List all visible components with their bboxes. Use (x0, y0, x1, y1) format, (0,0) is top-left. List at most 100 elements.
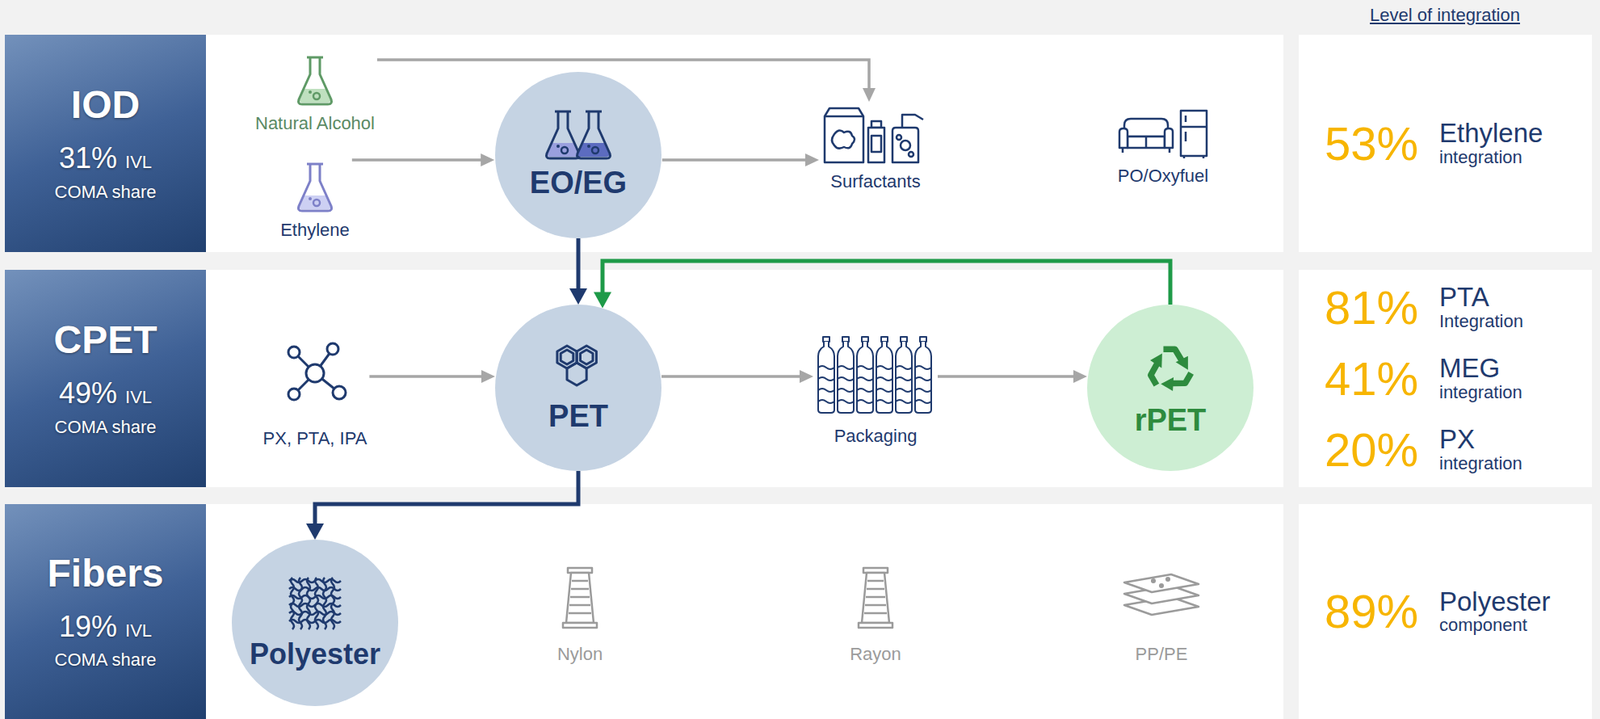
icon-wrap (282, 339, 348, 406)
segment-name: IOD (71, 83, 140, 127)
flow-line (369, 374, 483, 378)
flow-arrow (306, 470, 579, 540)
metric-item: 41%MEGintegration (1324, 352, 1592, 405)
recycle-icon (1138, 336, 1203, 399)
product-node: PO/Oxyfuel (1116, 107, 1210, 187)
arrow-head (481, 369, 496, 383)
circle-label: Polyester (249, 637, 381, 671)
flow-arrow (937, 369, 1088, 383)
product-node: Nylon (557, 564, 603, 665)
flow-arrow (569, 238, 588, 305)
flow-line (576, 238, 581, 290)
flow-arrow (369, 369, 496, 383)
metric-text: MEGintegration (1439, 354, 1523, 403)
product-circle: rPET (1087, 304, 1254, 471)
spool-icon (855, 564, 896, 631)
integration-panel: 53%Ethyleneintegration (1298, 34, 1592, 252)
icon-wrap (541, 109, 616, 161)
flow-line (602, 260, 1171, 305)
flow-arrow (593, 260, 1171, 308)
icon-wrap (544, 340, 613, 395)
share-row: 31% IVL (58, 141, 152, 175)
product-node: Packaging (815, 335, 936, 447)
arrow-head (593, 291, 612, 308)
flow-line (661, 374, 801, 378)
weave-icon (285, 574, 345, 633)
metric-item: 53%Ethyleneintegration (1324, 117, 1592, 170)
segment-panel: CPET 49% IVL COMA share (4, 269, 206, 488)
node-label: Natural Alcohol (255, 113, 375, 135)
metric-item: 89%Polyestercomponent (1324, 585, 1592, 638)
metric-percent: 53% (1324, 117, 1432, 170)
share-percent: 49% (58, 376, 118, 410)
po-icon (1116, 107, 1210, 160)
heading-label: Level of integration (1369, 4, 1521, 26)
segment-name: CPET (53, 319, 157, 362)
flow-line (352, 158, 482, 162)
circle-shape (231, 539, 399, 706)
metric-text: PXintegration (1439, 425, 1523, 474)
share-percent: 31% (58, 141, 118, 175)
arrow-head (480, 153, 495, 167)
metric-percent: 20% (1324, 424, 1432, 476)
icon-wrap (285, 574, 345, 633)
share-row: 49% IVL (58, 376, 152, 410)
node-label: PO/Oxyfuel (1117, 165, 1209, 187)
share-label: COMA share (54, 649, 157, 671)
icon-wrap (559, 564, 601, 631)
metric-text: Polyestercomponent (1439, 587, 1551, 636)
metric-sublabel: Integration (1439, 311, 1524, 332)
icon-wrap (1138, 336, 1203, 399)
circle-fill (495, 304, 662, 471)
icon-wrap (294, 161, 336, 214)
arrow-head (799, 369, 814, 383)
product-circle: Polyester (231, 539, 399, 706)
flow-arrow (352, 153, 495, 167)
surf-icon (821, 103, 930, 165)
circle-label: EO/EG (529, 165, 627, 202)
segment-panel: IOD 31% IVL COMA share (4, 34, 206, 252)
flow-line (937, 374, 1075, 378)
node-label: Ethylene (280, 219, 350, 241)
metric-percent: 89% (1324, 585, 1432, 638)
circle-label: rPET (1134, 403, 1207, 439)
node-label: PP/PE (1135, 643, 1189, 665)
icon-wrap (815, 335, 936, 415)
metric-text: PTAIntegration (1439, 283, 1524, 332)
share-percent: 19% (58, 609, 118, 643)
share-label: IVL (125, 620, 152, 642)
product-node: PX, PTA, IPA (263, 339, 368, 450)
product-circle: EO/EG (495, 71, 662, 239)
icon-wrap (294, 54, 336, 107)
share-label: COMA share (54, 181, 157, 203)
circle-fill (231, 539, 399, 706)
circle-fill (1087, 304, 1254, 471)
icon-wrap (1116, 107, 1210, 160)
share-label: IVL (125, 386, 152, 408)
share-label: IVL (125, 151, 152, 173)
arrow-head (862, 88, 876, 102)
flaskP-icon (294, 161, 336, 214)
layers-icon (1121, 564, 1202, 631)
circle-fill (495, 71, 662, 239)
metric-label: PX (1439, 425, 1523, 454)
metric-item: 81%PTAIntegration (1324, 281, 1592, 334)
node-label: Rayon (849, 643, 902, 665)
node-label: PX, PTA, IPA (263, 428, 368, 450)
flaskG-icon (294, 54, 336, 107)
flow-line (314, 470, 579, 525)
product-node: Surfactants (821, 103, 930, 193)
metric-item: 20%PXintegration (1324, 424, 1592, 476)
product-node: PP/PE (1121, 564, 1202, 665)
metric-label: PTA (1439, 283, 1524, 312)
node-label: Surfactants (830, 171, 920, 193)
arrow-head (569, 288, 588, 305)
flow-arrow (662, 153, 819, 167)
share-row: 19% IVL (58, 609, 152, 643)
flow-line (662, 158, 807, 162)
share-label: COMA share (54, 416, 157, 438)
metric-sublabel: integration (1439, 147, 1543, 168)
metric-sublabel: integration (1439, 382, 1523, 403)
pet-icon (544, 340, 613, 395)
